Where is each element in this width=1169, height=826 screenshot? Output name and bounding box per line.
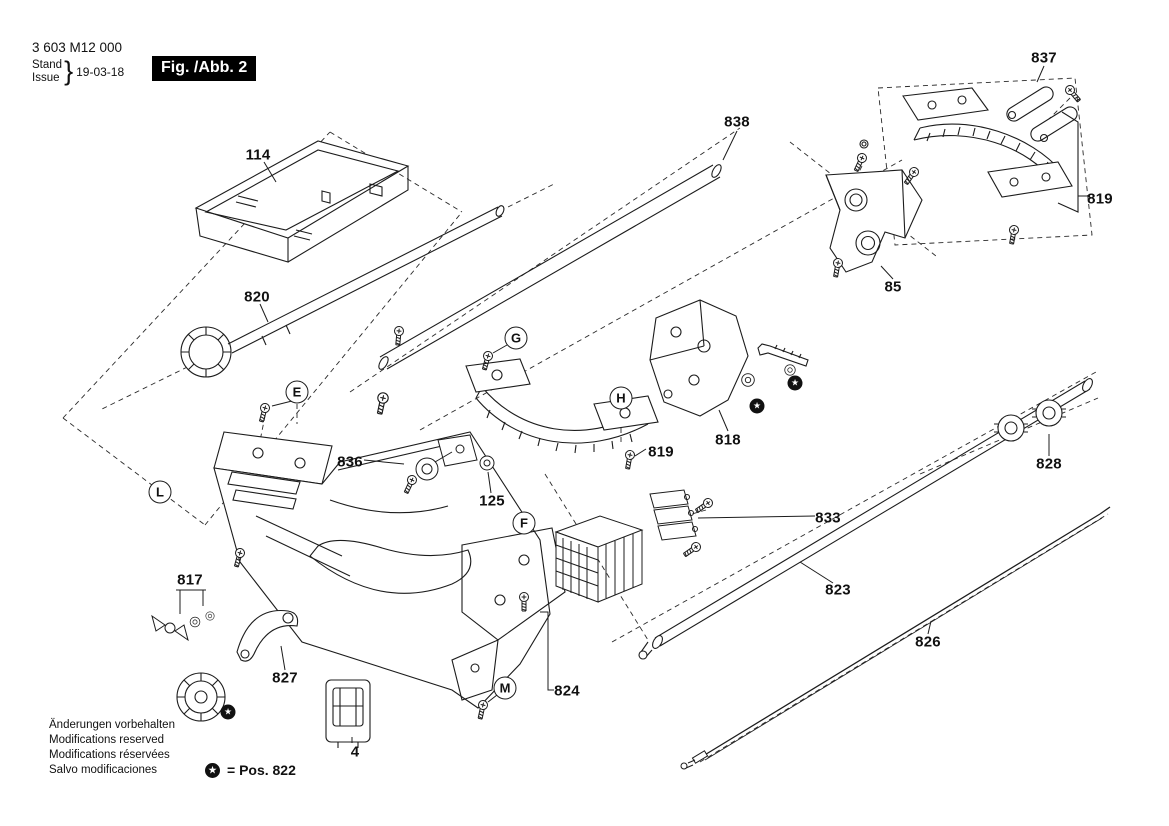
- part-label-820: 820: [244, 288, 270, 306]
- issue-block: Stand Issue } 19-03-18: [32, 56, 124, 87]
- part-827-lever: [236, 609, 299, 662]
- callout-H: H: [609, 386, 633, 410]
- part-label-836: 836: [337, 453, 363, 471]
- part-label-827: 827: [272, 669, 298, 687]
- issue-label: Issue: [32, 71, 60, 84]
- part-828-bushings: [993, 399, 1067, 442]
- callout-L: L: [148, 480, 172, 504]
- part-label-85: 85: [884, 278, 902, 296]
- part-label-833: 833: [815, 509, 841, 527]
- part-833-clips: [649, 489, 698, 541]
- part-820-rod: [180, 205, 505, 378]
- part-label-817: 817: [177, 571, 203, 589]
- legal-line-es: Salvo modificaciones: [49, 764, 158, 776]
- part-114-tray: [194, 140, 410, 263]
- part-838-tube: [378, 164, 722, 370]
- part-label-4: 4: [350, 743, 360, 761]
- part-817-wingbolt: [151, 611, 215, 642]
- construction-lines: [62, 77, 1109, 763]
- part-label-818: 818: [715, 431, 741, 449]
- part-label-826: 826: [915, 633, 941, 651]
- adjust-knob: [176, 672, 226, 722]
- part-label-819-mid: 819: [648, 443, 674, 461]
- legal-notice: Änderungen vorbehalten Modifications res…: [49, 718, 175, 778]
- part-label-125: 125: [479, 492, 505, 510]
- callout-M: M: [493, 676, 517, 700]
- part-label-828: 828: [1036, 455, 1062, 473]
- legend-text: = Pos. 822: [227, 762, 296, 778]
- pos-822-star-marker: ★: [749, 398, 765, 414]
- part-125-ring: [479, 455, 495, 471]
- part-label-838: 838: [724, 113, 750, 131]
- pos-822-star-marker: ★: [787, 375, 803, 391]
- issue-date: 19-03-18: [76, 64, 125, 79]
- legal-line-de: Änderungen vorbehalten: [49, 719, 175, 731]
- callout-G: G: [504, 326, 528, 350]
- legal-line-en: Modifications reserved: [49, 734, 165, 746]
- part-836-roller: [415, 434, 478, 481]
- part-label-819-right: 819: [1087, 190, 1113, 208]
- document-number: 3 603 M12 000: [32, 40, 123, 55]
- part-4-switch: [325, 679, 371, 748]
- base-frame: [213, 431, 566, 709]
- figure-label: Fig. /Abb. 2: [152, 56, 257, 81]
- mesh-box: [554, 515, 644, 603]
- part-label-823: 823: [825, 581, 851, 599]
- part-819-mid-segment: [465, 358, 659, 454]
- leader-lines: [176, 65, 1050, 743]
- stand-label: Stand: [32, 58, 63, 71]
- part-label-837: 837: [1031, 49, 1057, 67]
- brace-glyph: }: [64, 56, 74, 86]
- part-819-right-segment: [902, 87, 1088, 213]
- part-label-114: 114: [245, 146, 271, 164]
- part-837-links: [1006, 86, 1078, 143]
- callout-E: E: [285, 380, 309, 404]
- part-85-bracket: [825, 139, 923, 273]
- part-818-bracket: [649, 299, 809, 417]
- callout-F: F: [512, 511, 536, 535]
- legal-line-fr: Modifications réservées: [49, 749, 170, 761]
- pos-822-star-marker: ★: [220, 704, 236, 720]
- part-826-cable: [680, 506, 1111, 770]
- star-icon: ★: [205, 762, 220, 778]
- pos-822-legend: ★ = Pos. 822: [205, 762, 296, 778]
- part-label-824: 824: [554, 682, 580, 700]
